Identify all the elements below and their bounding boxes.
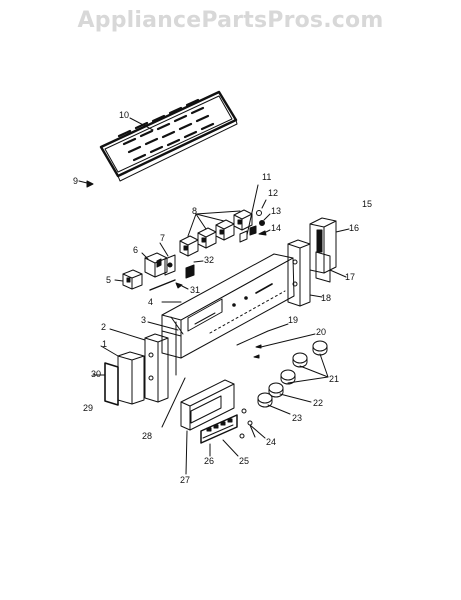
- callout-6: 6: [133, 245, 139, 255]
- callout-19: 19: [288, 315, 299, 325]
- callout-13: 13: [271, 206, 282, 216]
- callout-23: 23: [292, 413, 303, 423]
- callout-31: 31: [190, 285, 201, 295]
- part-8-switches: [179, 209, 253, 257]
- part-23-knob: [257, 392, 291, 415]
- callout-27: 27: [180, 475, 191, 485]
- part-32-clip: [185, 260, 204, 279]
- callout-12: 12: [268, 188, 279, 198]
- callout-7: 7: [160, 233, 166, 243]
- part-28-lower-panel: [161, 321, 186, 428]
- callout-28: 28: [142, 431, 153, 441]
- part-2-end-bracket: [109, 328, 169, 403]
- callout-14: 14: [271, 223, 282, 233]
- callout-26: 26: [204, 456, 215, 466]
- callout-4: 4: [148, 297, 154, 307]
- callout-1: 1: [102, 339, 108, 349]
- part-4-control-panel: [161, 253, 295, 359]
- part-18-side-bracket: [287, 239, 323, 307]
- callout-32: 32: [204, 255, 215, 265]
- callout-2: 2: [101, 322, 107, 332]
- part-19-wire-lead: [236, 323, 289, 346]
- part-7-bracket: [149, 242, 176, 291]
- callout-9: 9: [73, 176, 79, 186]
- part-13-washer: [259, 213, 271, 226]
- callout-15: 15: [362, 199, 373, 209]
- watermark: AppliancePartsPros.com: [77, 8, 384, 33]
- part-12-nut: [256, 199, 267, 216]
- callout-20: 20: [316, 327, 327, 337]
- part-1-end-cap: [100, 345, 145, 405]
- part-5-switch: [114, 269, 143, 290]
- callout-3: 3: [141, 315, 147, 325]
- callout-5: 5: [106, 275, 112, 285]
- part-11-switch: [239, 184, 259, 243]
- part-27-timer-frame: [180, 379, 235, 475]
- part-30-side-trim: [92, 362, 119, 406]
- callout-30: 30: [91, 369, 102, 379]
- callout-17: 17: [345, 272, 356, 282]
- callout-25: 25: [239, 456, 250, 466]
- callout-22: 22: [313, 398, 324, 408]
- part-24-screws: [239, 408, 266, 439]
- callout-8: 8: [192, 206, 198, 216]
- callout-21: 21: [329, 374, 340, 384]
- callout-29: 29: [83, 403, 94, 413]
- part-22-knob: [268, 382, 312, 403]
- part-20-screws: [253, 333, 316, 359]
- part-21-knobs: [280, 340, 329, 385]
- part-6-switch: [141, 252, 168, 278]
- part-14-screw: [258, 229, 271, 236]
- callout-16: 16: [349, 223, 360, 233]
- part-10-panel: [99, 90, 238, 182]
- part-31-screw: [175, 282, 189, 290]
- callout-18: 18: [321, 293, 332, 303]
- part-9-screw: [78, 180, 94, 188]
- callout-11: 11: [262, 172, 272, 182]
- part-17-end-cap: [315, 251, 347, 283]
- callout-24: 24: [266, 437, 277, 447]
- callout-10: 10: [119, 110, 130, 120]
- part-3-leader: [147, 321, 179, 331]
- part-25-clock: [200, 414, 239, 457]
